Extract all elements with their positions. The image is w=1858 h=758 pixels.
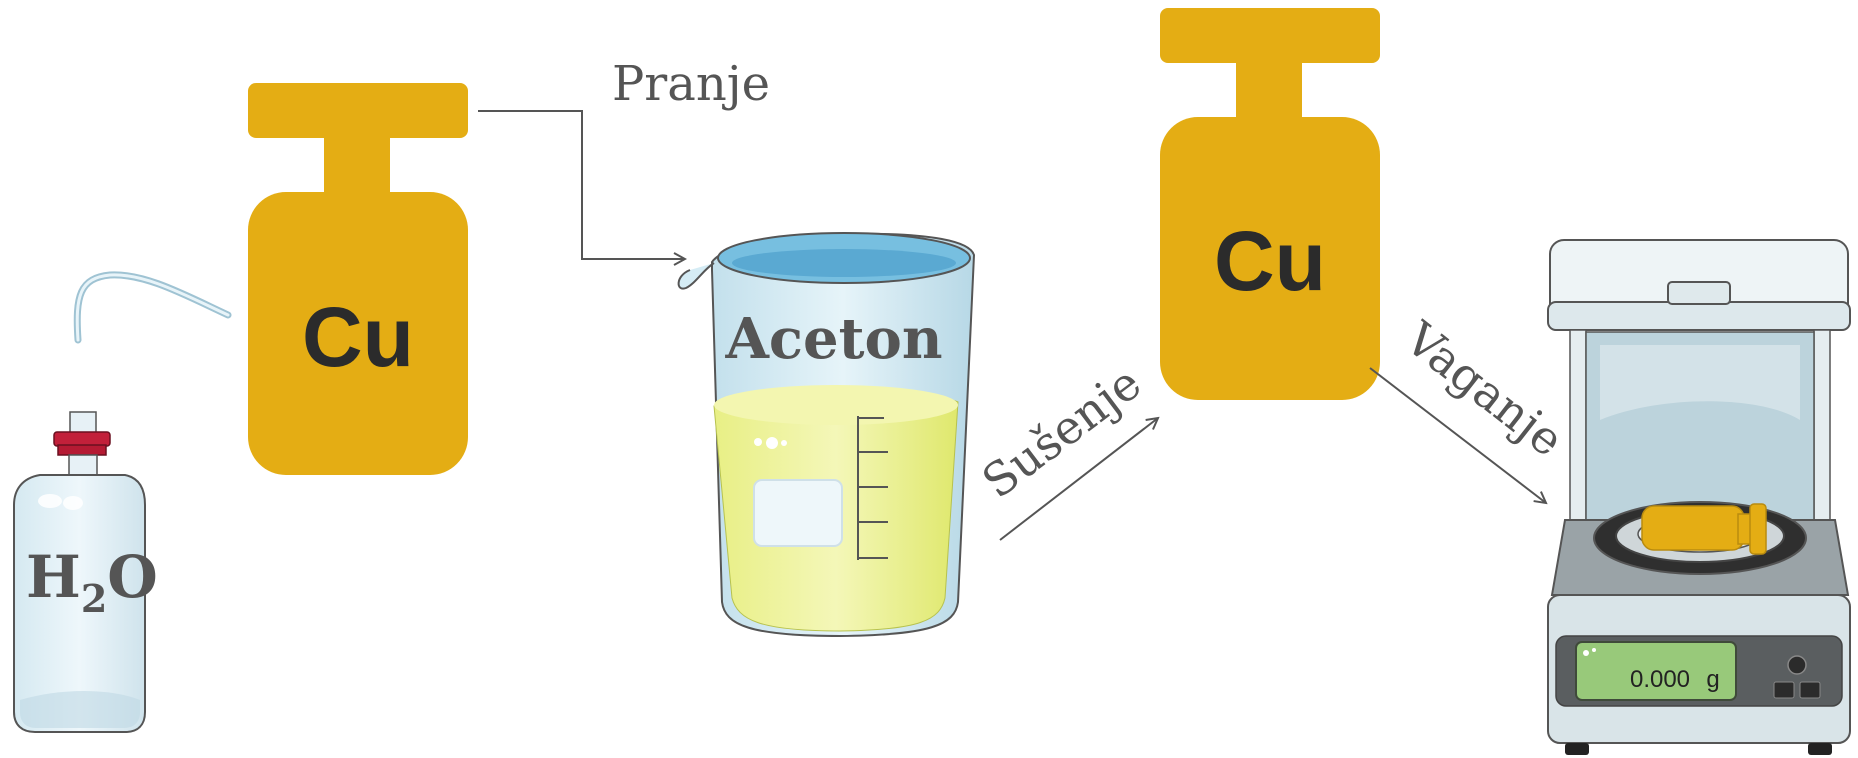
weighing-label: Vaganje (1394, 310, 1573, 467)
acetone-beaker: Aceton (677, 232, 976, 638)
beaker-label: Aceton (724, 306, 942, 372)
balance-display-unit: g (1706, 666, 1719, 693)
weight-1-label: Cu (302, 290, 414, 384)
wash-bottle: H2O (13, 271, 232, 733)
bottle-formula: H2O (26, 543, 158, 621)
copper-weight-2: Cu (1160, 8, 1380, 400)
weight-2-label: Cu (1214, 214, 1326, 308)
balance-power-knob[interactable] (1787, 655, 1807, 675)
drying-arrow: Sušenje (972, 355, 1158, 541)
drying-label: Sušenje (972, 355, 1151, 508)
beaker-graduations (857, 416, 888, 560)
balance-button-left[interactable] (1773, 681, 1795, 699)
balance-display-value: 0.000 (1630, 666, 1690, 693)
washing-label: Pranje (612, 56, 770, 112)
copper-weight-1: Cu (248, 83, 468, 475)
weight-on-pan (1641, 503, 1767, 555)
weighing-arrow: Vaganje (1369, 310, 1574, 503)
analytical-balance: 0.000 g (1547, 239, 1851, 755)
washing-arrow: Pranje (478, 56, 770, 259)
balance-button-right[interactable] (1799, 681, 1821, 699)
